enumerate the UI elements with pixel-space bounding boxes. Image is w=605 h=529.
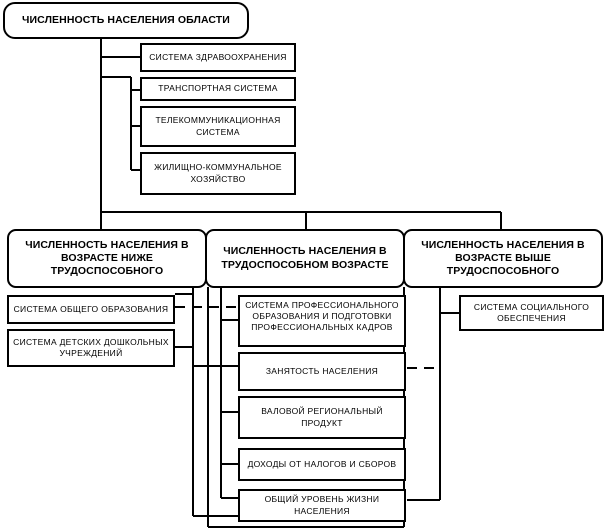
root-node: ЧИСЛЕННОСТЬ НАСЕЛЕНИЯ ОБЛАСТИ bbox=[3, 2, 249, 39]
general-education-node: СИСТЕМА ОБЩЕГО ОБРАЗОВАНИЯ bbox=[7, 295, 175, 324]
kindergartens-label: СИСТЕМА ДЕТСКИХ ДОШКОЛЬНЫХ УЧРЕЖДЕНИЙ bbox=[13, 336, 169, 358]
tax-income-label: ДОХОДЫ ОТ НАЛОГОВ И СБОРОВ bbox=[247, 458, 397, 469]
root-node-label: ЧИСЛЕННОСТЬ НАСЕЛЕНИЯ ОБЛАСТИ bbox=[22, 13, 230, 26]
professional-education-label: СИСТЕМА ПРОФЕССИОНАЛЬНОГО ОБРАЗОВАНИЯ И … bbox=[245, 300, 399, 333]
working-age-node: ЧИСЛЕННОСТЬ НАСЕЛЕНИЯ В ТРУДОСПОСОБНОМ В… bbox=[205, 229, 405, 288]
above-working-age-label: ЧИСЛЕННОСТЬ НАСЕЛЕНИЯ В ВОЗРАСТЕ ВЫШЕ ТР… bbox=[421, 238, 585, 278]
grp-label: ВАЛОВОЙ РЕГИОНАЛЬНЫЙ ПРОДУКТ bbox=[261, 406, 383, 428]
health-system-node: СИСТЕМА ЗДРАВООХРАНЕНИЯ bbox=[140, 43, 296, 72]
housing-node: ЖИЛИЩНО-КОММУНАЛЬНОЕ ХОЗЯЙСТВО bbox=[140, 152, 296, 195]
employment-label: ЗАНЯТОСТЬ НАСЕЛЕНИЯ bbox=[265, 365, 379, 376]
housing-label: ЖИЛИЩНО-КОММУНАЛЬНОЕ ХОЗЯЙСТВО bbox=[154, 162, 282, 184]
working-age-label: ЧИСЛЕННОСТЬ НАСЕЛЕНИЯ В ТРУДОСПОСОБНОМ В… bbox=[221, 245, 389, 271]
living-standard-node: ОБЩИЙ УРОВЕНЬ ЖИЗНИ НАСЕЛЕНИЯ bbox=[238, 489, 406, 522]
grp-node: ВАЛОВОЙ РЕГИОНАЛЬНЫЙ ПРОДУКТ bbox=[238, 396, 406, 439]
employment-node: ЗАНЯТОСТЬ НАСЕЛЕНИЯ bbox=[238, 352, 406, 391]
above-working-age-node: ЧИСЛЕННОСТЬ НАСЕЛЕНИЯ В ВОЗРАСТЕ ВЫШЕ ТР… bbox=[403, 229, 603, 288]
professional-education-node: СИСТЕМА ПРОФЕССИОНАЛЬНОГО ОБРАЗОВАНИЯ И … bbox=[238, 295, 406, 347]
below-working-age-label: ЧИСЛЕННОСТЬ НАСЕЛЕНИЯ В ВОЗРАСТЕ НИЖЕ ТР… bbox=[25, 238, 189, 278]
tax-income-node: ДОХОДЫ ОТ НАЛОГОВ И СБОРОВ bbox=[238, 448, 406, 481]
health-system-label: СИСТЕМА ЗДРАВООХРАНЕНИЯ bbox=[149, 51, 287, 62]
social-security-node: СИСТЕМА СОЦИАЛЬНОГО ОБЕСПЕЧЕНИЯ bbox=[459, 295, 604, 331]
transport-system-node: ТРАНСПОРТНАЯ СИСТЕМА bbox=[140, 77, 296, 101]
general-education-label: СИСТЕМА ОБЩЕГО ОБРАЗОВАНИЯ bbox=[13, 303, 169, 314]
living-standard-label: ОБЩИЙ УРОВЕНЬ ЖИЗНИ НАСЕЛЕНИЯ bbox=[264, 494, 380, 516]
below-working-age-node: ЧИСЛЕННОСТЬ НАСЕЛЕНИЯ В ВОЗРАСТЕ НИЖЕ ТР… bbox=[7, 229, 207, 288]
kindergartens-node: СИСТЕМА ДЕТСКИХ ДОШКОЛЬНЫХ УЧРЕЖДЕНИЙ bbox=[7, 329, 175, 367]
social-security-label: СИСТЕМА СОЦИАЛЬНОГО ОБЕСПЕЧЕНИЯ bbox=[473, 301, 590, 323]
transport-system-label: ТРАНСПОРТНАЯ СИСТЕМА bbox=[158, 83, 278, 94]
telecom-system-node: ТЕЛЕКОММУНИКАЦИОННАЯ СИСТЕМА bbox=[140, 106, 296, 147]
telecom-system-label: ТЕЛЕКОММУНИКАЦИОННАЯ СИСТЕМА bbox=[155, 115, 281, 137]
